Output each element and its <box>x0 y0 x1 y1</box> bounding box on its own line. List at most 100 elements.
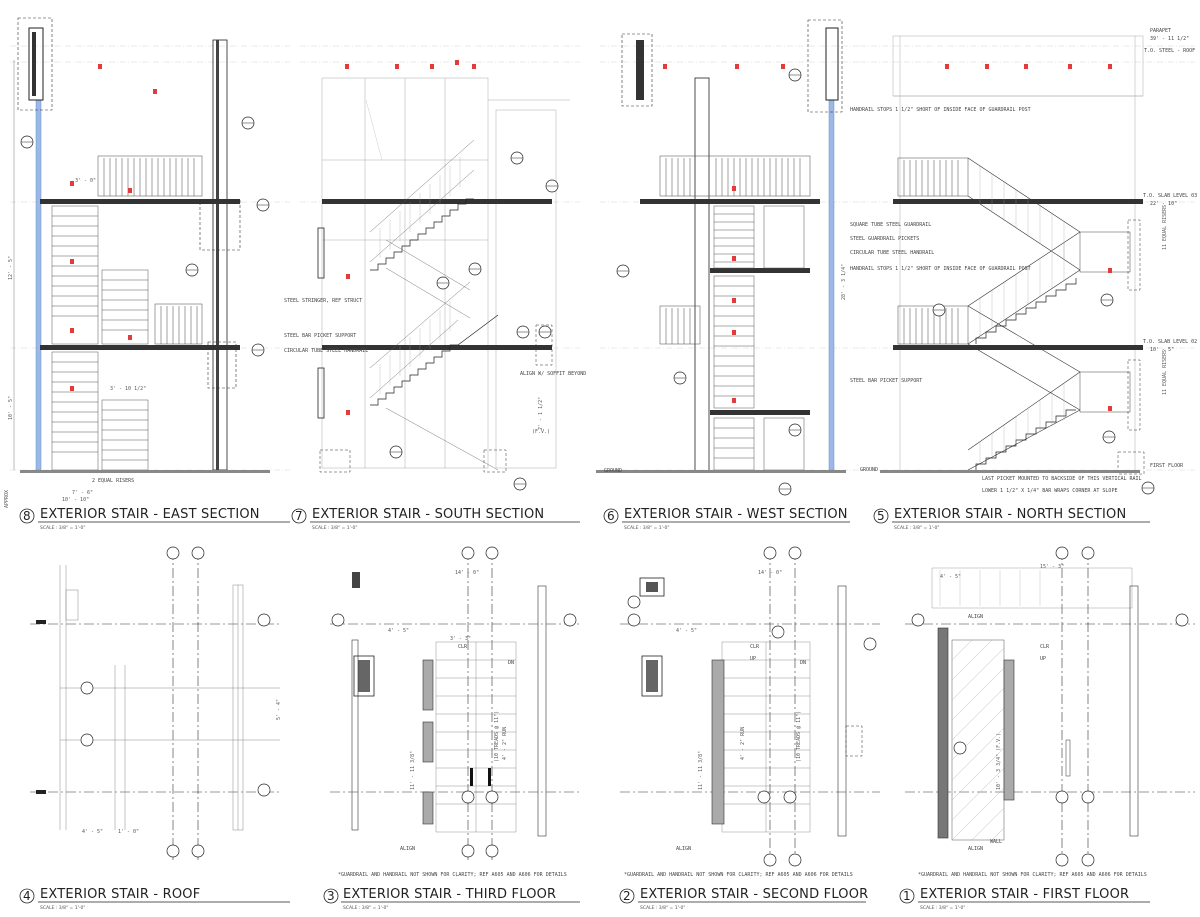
section-tag-icon[interactable] <box>251 343 265 357</box>
section-tag-icon[interactable] <box>1081 546 1095 560</box>
section-tag-icon[interactable] <box>513 477 527 491</box>
section-tag-icon[interactable] <box>516 325 530 339</box>
north-note-last-picket: LAST PICKET MOUNTED TO BACKSIDE OF THIS … <box>982 476 1142 482</box>
section-tag-icon[interactable] <box>783 790 797 804</box>
view-scale: SCALE : 3/8" = 1'-0" <box>312 525 357 531</box>
section-tag-icon[interactable] <box>485 844 499 858</box>
section-tag-icon[interactable] <box>538 325 552 339</box>
third-treads-dim: (10 TREADS @ 11") <box>494 711 500 762</box>
south-note-picket: STEEL BAR PICKET SUPPORT <box>284 333 356 339</box>
view-scale: SCALE : 3/8" = 1'-0" <box>40 525 85 531</box>
level-steel-roof-label: T.O. STEEL - ROOF <box>1144 48 1195 54</box>
section-tag-icon[interactable] <box>461 546 475 560</box>
section-tag-icon[interactable] <box>1055 790 1069 804</box>
section-tag-icon[interactable] <box>627 613 641 627</box>
view-scale: SCALE : 3/8" = 1'-0" <box>894 525 939 531</box>
section-tag-icon[interactable] <box>1100 293 1114 307</box>
section-tag-icon[interactable] <box>788 68 802 82</box>
section-tag-icon[interactable] <box>1055 853 1069 867</box>
section-tag-icon[interactable] <box>436 276 450 290</box>
south-note-handrail: CIRCULAR TUBE STEEL HANDRAIL <box>284 348 368 354</box>
view-title: EXTERIOR STAIR - ROOF <box>40 887 200 902</box>
north-note-picket-support: STEEL BAR PICKET SUPPORT <box>850 378 922 384</box>
section-tag-icon[interactable] <box>932 303 946 317</box>
section-tag-icon[interactable] <box>627 595 641 609</box>
first-wall-label: WALL <box>990 839 1002 845</box>
view-scale: SCALE : 3/8" = 1'-0" <box>624 525 669 531</box>
section-tag-icon[interactable] <box>241 116 255 130</box>
section-tag-icon[interactable] <box>20 135 34 149</box>
first-align-top: ALIGN <box>968 614 983 620</box>
section-tag-icon[interactable] <box>485 546 499 560</box>
section-tag-icon[interactable] <box>763 853 777 867</box>
second-floor-plan: 14' - 0" 4' - 5" CLR UP DN 4' - 2" RUN (… <box>619 546 880 911</box>
north-risers-lower: 11 EQUAL RISERS <box>1162 350 1168 395</box>
section-tag-icon[interactable] <box>1081 853 1095 867</box>
section-tag-icon[interactable] <box>468 262 482 276</box>
north-note-handrail-stop-2: HANDRAIL STOPS 1 1/2" SHORT OF INSIDE FA… <box>850 266 1031 272</box>
section-tag-icon[interactable] <box>485 790 499 804</box>
view-title-south: 7 EXTERIOR STAIR - SOUTH SECTION SCALE :… <box>291 507 580 531</box>
section-tag-icon[interactable] <box>863 637 877 651</box>
view-number: 2 <box>623 889 631 903</box>
section-tag-icon[interactable] <box>80 733 94 747</box>
first-dim-w1: 4' - 5" <box>940 574 961 580</box>
section-tag-icon[interactable] <box>257 613 271 627</box>
section-tag-icon[interactable] <box>1175 613 1189 627</box>
section-tag-icon[interactable] <box>763 546 777 560</box>
section-tag-icon[interactable] <box>166 546 180 560</box>
section-tag-icon[interactable] <box>191 844 205 858</box>
section-tag-icon[interactable] <box>545 179 559 193</box>
section-tag-icon[interactable] <box>1102 430 1116 444</box>
north-note-handrail-stop: HANDRAIL STOPS 1 1/2" SHORT OF INSIDE FA… <box>850 107 1031 113</box>
view-title: EXTERIOR STAIR - EAST SECTION <box>40 507 260 522</box>
west-ground-label: GROUND <box>604 468 622 474</box>
view-scale: SCALE : 3/8" = 1'-0" <box>343 905 388 911</box>
third-run-dim: 4' - 2" RUN <box>502 727 508 760</box>
section-tag-icon[interactable] <box>256 198 270 212</box>
section-tag-icon[interactable] <box>389 445 403 459</box>
view-title-east: 8 EXTERIOR STAIR - EAST SECTION SCALE : … <box>19 507 290 531</box>
section-tag-icon[interactable] <box>257 783 271 797</box>
view-title: EXTERIOR STAIR - NORTH SECTION <box>894 507 1126 522</box>
third-dim-w1: 4' - 5" <box>388 628 409 634</box>
east-riser-note: 2 EQUAL RISERS <box>92 478 134 484</box>
section-tag-icon[interactable] <box>757 790 771 804</box>
section-tag-icon[interactable] <box>191 546 205 560</box>
section-tag-icon[interactable] <box>788 423 802 437</box>
section-tag-icon[interactable] <box>771 625 785 639</box>
south-note-align: ALIGN W/ SOFFIT BEYOND <box>520 371 586 377</box>
level-first-floor-label: FIRST FLOOR <box>1150 463 1184 469</box>
second-dn-label: DN <box>800 660 806 666</box>
section-tag-icon[interactable] <box>911 613 925 627</box>
view-number: 1 <box>903 889 911 903</box>
section-tag-icon[interactable] <box>778 482 792 496</box>
section-tag-icon[interactable] <box>616 264 630 278</box>
section-tag-icon[interactable] <box>185 263 199 277</box>
level-slab-3-label: T.O. SLAB LEVEL 03 <box>1143 193 1197 199</box>
section-tag-icon[interactable] <box>461 844 475 858</box>
north-section: PARAPET 39' - 11 1/2" T.O. STEEL - ROOF … <box>850 28 1197 531</box>
section-tag-icon[interactable] <box>673 371 687 385</box>
north-note-handrail: CIRCULAR TUBE STEEL HANDRAIL <box>850 250 934 256</box>
section-tag-icon[interactable] <box>331 613 345 627</box>
section-tag-icon[interactable] <box>166 844 180 858</box>
section-tag-icon[interactable] <box>563 613 577 627</box>
second-clr-label: CLR <box>750 644 760 650</box>
second-up-label: UP <box>750 656 756 662</box>
third-guardrail-note: *GUARDRAIL AND HANDRAIL NOT SHOWN FOR CL… <box>338 872 567 878</box>
section-tag-icon[interactable] <box>1055 546 1069 560</box>
view-title: EXTERIOR STAIR - FIRST FLOOR <box>920 887 1129 902</box>
north-note-pickets: STEEL GUARDRAIL PICKETS <box>850 236 919 242</box>
section-tag-icon[interactable] <box>788 853 802 867</box>
second-align-label: ALIGN <box>676 846 691 852</box>
section-tag-icon[interactable] <box>1141 481 1155 495</box>
section-tag-icon[interactable] <box>788 546 802 560</box>
section-tag-icon[interactable] <box>461 790 475 804</box>
view-title-second: 2 EXTERIOR STAIR - SECOND FLOOR SCALE : … <box>619 887 868 911</box>
section-tag-icon[interactable] <box>1081 790 1095 804</box>
view-title-roof: 4 EXTERIOR STAIR - ROOF SCALE : 3/8" = 1… <box>19 887 290 911</box>
section-tag-icon[interactable] <box>80 681 94 695</box>
section-tag-icon[interactable] <box>510 151 524 165</box>
section-tag-icon[interactable] <box>953 741 967 755</box>
